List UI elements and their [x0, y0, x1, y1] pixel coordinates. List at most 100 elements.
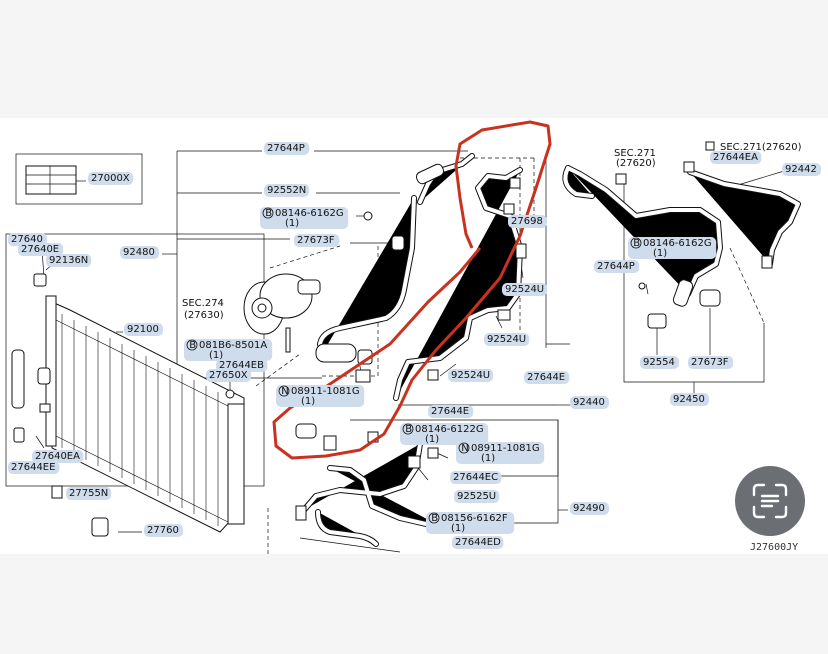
section-references: SEC.271 (27620) SEC.271(27620) SEC.274 (…: [182, 142, 802, 321]
label-text: 27644P: [267, 143, 305, 154]
label-pill: [448, 369, 494, 382]
label-text: 92136N: [49, 255, 88, 266]
label-pill: [450, 471, 502, 484]
label-text: 08911-1081G: [471, 443, 540, 454]
label-text: 27650X: [209, 370, 248, 381]
label-pill: [32, 450, 84, 463]
part-label-27644EA: 27644EA: [710, 151, 762, 164]
part-label-92442: 92442: [782, 163, 821, 176]
circled-prefix-icon: [186, 339, 198, 351]
part-label-27640: 27640: [8, 233, 47, 246]
label-text: 08146-6122G: [415, 424, 484, 435]
table-grid-icon: [25, 165, 77, 195]
circled-prefix-icon: [278, 385, 290, 397]
label-text: 27644ED: [455, 537, 501, 548]
section-ref-sec274-line2: (27630): [184, 310, 224, 321]
label-quantity: (1): [425, 434, 439, 445]
label-text: 27644P: [597, 261, 635, 272]
label-text: 92524U: [487, 334, 526, 345]
part-label-27650X: 27650X: [206, 369, 252, 382]
section-ref-sec271a-line1: SEC.271: [614, 148, 656, 159]
label-quantity: (1): [301, 396, 315, 407]
label-pill: [400, 423, 489, 445]
compressor: [243, 273, 321, 353]
part-label-92554: 92554: [640, 356, 679, 369]
circled-prefix-icon: [262, 207, 274, 219]
part-label-27760: 27760: [144, 524, 183, 537]
parts-diagram: 27000X27644P92552NB08146-6162G(1)27673F9…: [5, 120, 821, 554]
label-pill: [276, 385, 365, 407]
label-quantity: (1): [481, 453, 495, 464]
label-pill: [670, 393, 709, 406]
label-pill: [264, 142, 310, 155]
label-text: 08146-6162G: [275, 208, 344, 219]
label-text: 92440: [573, 397, 605, 408]
fittings: [295, 141, 773, 521]
label-pill: [782, 163, 821, 176]
part-label-27640EA: 27640EA: [32, 450, 84, 463]
part-label-27755N: 27755N: [66, 487, 112, 500]
part-label-27644E: 27644E: [524, 371, 570, 384]
label-pill: [184, 339, 273, 361]
label-pill: [484, 333, 530, 346]
red-outline-annotation: [272, 120, 552, 460]
label-text: 27644E: [527, 372, 565, 383]
label-quantity: (1): [209, 350, 223, 361]
label-pill: [640, 356, 679, 369]
label-text: 92552N: [267, 185, 306, 196]
label-text: 27760: [147, 525, 179, 536]
label-pill: [570, 396, 609, 409]
part-label-92552N: 92552N: [264, 184, 310, 197]
label-pill: [124, 323, 163, 336]
label-pill: [120, 246, 159, 259]
label-quantity: (1): [285, 218, 299, 229]
part-label-92524U_a: 92524U: [502, 283, 548, 296]
label-text: 27644EB: [219, 360, 264, 371]
label-pill: [502, 283, 548, 296]
part-label-92524U_c: 92524U: [448, 369, 494, 382]
label-quantity: (1): [653, 248, 667, 259]
label-pill: [216, 359, 268, 372]
label-pill: [260, 207, 349, 229]
label-prefix: B: [405, 424, 412, 435]
label-prefix: N: [461, 443, 468, 454]
lens-search-button[interactable]: [735, 466, 805, 536]
section-ref-sec271b-line1: SEC.271(27620): [720, 142, 802, 153]
label-text: 27644EC: [453, 472, 498, 483]
circled-prefix-icon: [630, 237, 642, 249]
label-pill: [456, 442, 545, 464]
label-pill: [66, 487, 112, 500]
label-pill: [508, 215, 547, 228]
label-pill: [18, 243, 64, 256]
label-text: 92100: [127, 324, 159, 335]
part-label-92490: 92490: [570, 502, 609, 515]
label-text: 08911-1081G: [291, 386, 360, 397]
label-text: 92442: [785, 164, 817, 175]
label-text: 92490: [573, 503, 605, 514]
label-text: 27640E: [21, 244, 59, 255]
label-pill: [46, 254, 92, 267]
label-pill: [710, 151, 762, 164]
label-text: 92554: [643, 357, 675, 368]
label-pill: [454, 490, 500, 503]
circled-prefix-icon: [402, 423, 414, 435]
part-label-92524U_b: 92524U: [484, 333, 530, 346]
diagram-code: J27600JY: [750, 542, 798, 553]
label-pill: [206, 369, 252, 382]
label-text: 081B6-8501A: [199, 340, 267, 351]
part-label-27644EB: 27644EB: [216, 359, 268, 372]
part-label-27644ED: 27644ED: [452, 536, 504, 549]
label-pill: [524, 371, 570, 384]
label-pill: [594, 260, 640, 273]
label-text: 08146-6162G: [643, 238, 712, 249]
google-lens-icon: [752, 483, 788, 519]
label-text: 27673F: [297, 235, 335, 246]
label-text: 27755N: [69, 488, 108, 499]
label-pill: [294, 234, 340, 247]
